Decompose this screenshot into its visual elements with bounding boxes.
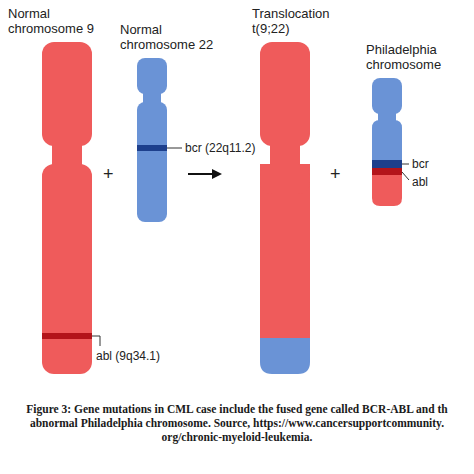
abl-band — [42, 333, 92, 339]
band-label: abl (9q34.1) — [96, 349, 206, 363]
band-label: bcr — [412, 157, 452, 171]
band-label: abl — [412, 175, 452, 189]
plus-sign: + — [330, 164, 350, 184]
chromosome-label: Normal chromosome 9 — [8, 6, 118, 36]
philadelphia-chromosome — [372, 78, 402, 206]
chromosome-9 — [42, 42, 92, 374]
band-label: bcr (22q11.2) — [185, 141, 295, 155]
figure-caption: Figure 3: Gene mutations in CML case inc… — [8, 402, 466, 444]
leader-line — [402, 172, 409, 180]
leader-line — [92, 336, 100, 346]
bcr-band — [372, 160, 402, 168]
plus-sign: + — [103, 164, 123, 184]
chromosome-label: Translocation t(9;22) — [252, 6, 352, 36]
leader-line — [402, 164, 409, 165]
bcr-band — [137, 145, 167, 151]
chromosome-label: Philadelphia chromosome — [366, 42, 470, 72]
abl-band — [372, 168, 402, 175]
leader-line — [167, 148, 182, 149]
chromosome-22 — [137, 58, 167, 222]
arrow — [188, 169, 222, 179]
chromosome-label: Normal chromosome 22 — [120, 22, 225, 52]
derivative-chromosome-9 — [260, 42, 310, 374]
